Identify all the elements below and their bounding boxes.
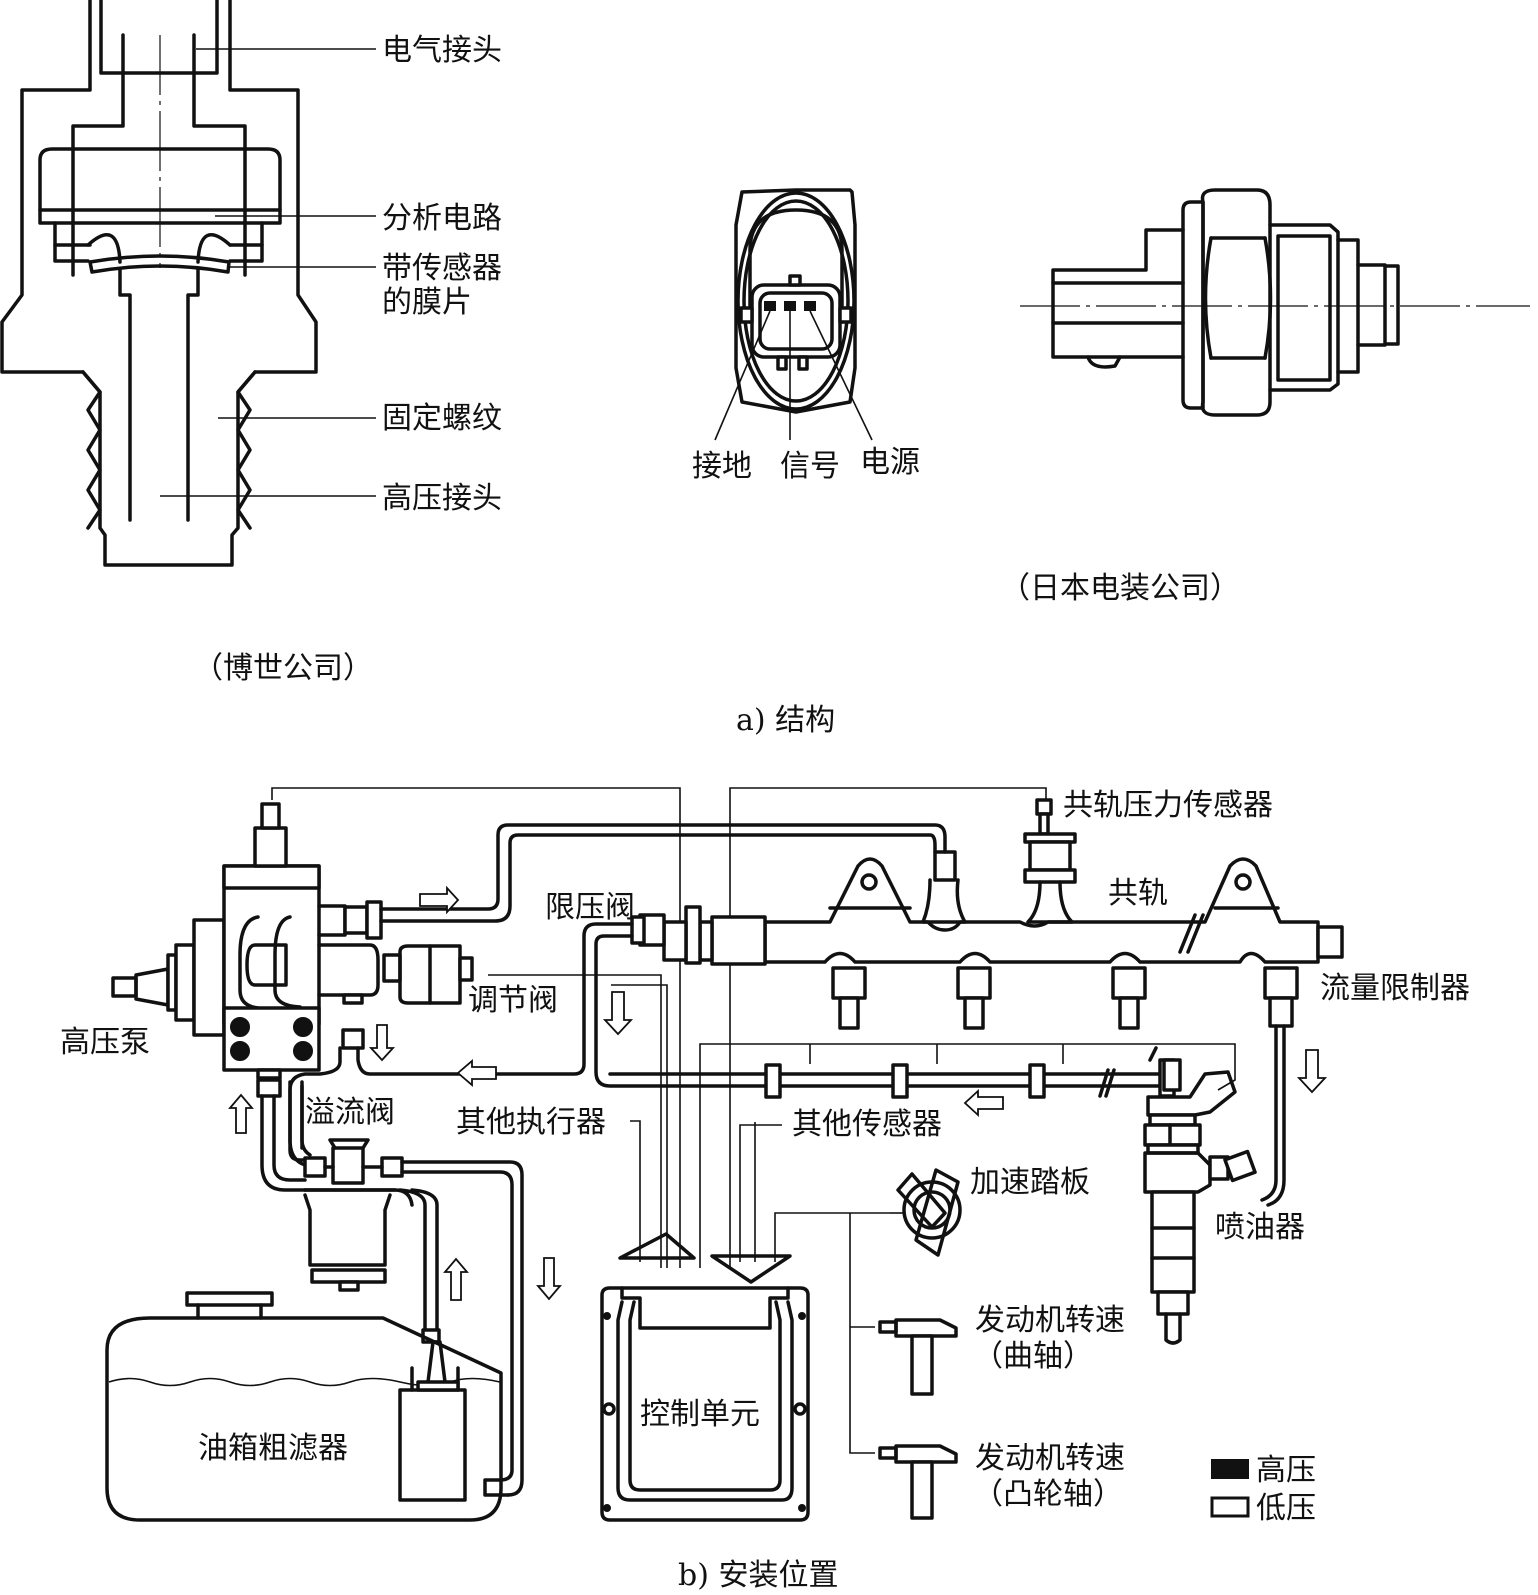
injector	[1143, 1058, 1257, 1345]
flow-arrow-up-1	[228, 1093, 254, 1134]
denso-sensor-side-view	[1020, 188, 1530, 417]
label-engine-speed-cam-line1: 发动机转速	[975, 1441, 1125, 1476]
flow-arrow-up-2	[443, 1257, 469, 1301]
caption-denso: （日本电装公司）	[1000, 571, 1240, 606]
label-pin-ground: 接地	[692, 449, 752, 484]
legend-swatch-low-pressure	[1210, 1496, 1250, 1518]
legend: 高压 低压	[1210, 1453, 1316, 1526]
label-common-rail: 共轨	[1108, 876, 1168, 911]
legend-swatch-high-pressure	[1211, 1459, 1249, 1479]
label-electrical-connector: 电气接头	[382, 33, 502, 68]
flow-arrow-right	[419, 885, 460, 915]
label-flow-limiter: 流量限制器	[1320, 971, 1470, 1006]
overflow-valve-and-filter	[256, 1078, 524, 1497]
label-other-actuators: 其他执行器	[456, 1105, 606, 1140]
label-engine-speed-cam-line2: （凸轮轴）	[973, 1477, 1123, 1512]
cam-speed-sensor	[878, 1444, 958, 1520]
flow-arrow-down-4	[536, 1257, 562, 1301]
legend-label-low-pressure: 低压	[1256, 1491, 1316, 1526]
label-diaphragm-line2: 的膜片	[382, 285, 472, 320]
label-injector: 喷油器	[1215, 1210, 1305, 1245]
flow-arrow-left-2	[963, 1088, 1004, 1118]
label-regulating-valve: 调节阀	[468, 983, 558, 1018]
label-engine-speed-crank-line2: （曲轴）	[973, 1339, 1093, 1374]
label-pin-power: 电源	[860, 445, 920, 480]
label-accelerator-pedal: 加速踏板	[970, 1165, 1090, 1200]
common-rail	[630, 798, 1344, 1030]
label-evaluation-circuit: 分析电路	[382, 201, 502, 236]
flow-arrow-down-3	[1296, 1049, 1328, 1094]
signal-wires	[271, 787, 1236, 1454]
label-fixing-thread: 固定螺纹	[382, 401, 502, 436]
crank-speed-sensor	[878, 1318, 958, 1396]
label-high-pressure-connection: 高压接头	[382, 481, 502, 516]
label-other-sensors: 其他传感器	[792, 1107, 942, 1142]
flow-arrow-down-2	[368, 1024, 396, 1062]
flow-arrow-down-1	[602, 991, 634, 1036]
high-pressure-pump	[111, 802, 474, 1080]
rail-injector-lines	[831, 966, 1299, 1030]
label-control-unit: 控制单元	[640, 1397, 760, 1432]
label-high-pressure-pump: 高压泵	[60, 1025, 150, 1060]
bosch-sensor-drawing	[0, 0, 376, 567]
flow-arrow-left-1	[456, 1059, 497, 1087]
caption-part-a: a) 结构	[736, 703, 835, 738]
fuel-tank	[105, 1291, 503, 1522]
label-diaphragm-line1: 带传感器	[382, 251, 502, 286]
label-fuel-tank-filter: 油箱粗滤器	[198, 1431, 348, 1466]
denso-sensor-front-view	[714, 188, 873, 441]
label-overflow-valve: 溢流阀	[305, 1095, 395, 1130]
label-pin-signal: 信号	[780, 449, 840, 484]
legend-label-high-pressure: 高压	[1256, 1453, 1316, 1488]
label-rail-pressure-sensor: 共轨压力传感器	[1063, 788, 1273, 823]
control-unit	[600, 1232, 810, 1522]
caption-part-b: b) 安装位置	[678, 1558, 838, 1593]
label-pressure-limiter: 限压阀	[545, 890, 635, 925]
caption-bosch: （博世公司）	[193, 651, 373, 686]
label-engine-speed-crank-line1: 发动机转速	[975, 1303, 1125, 1338]
accelerator-pedal	[890, 1168, 962, 1257]
